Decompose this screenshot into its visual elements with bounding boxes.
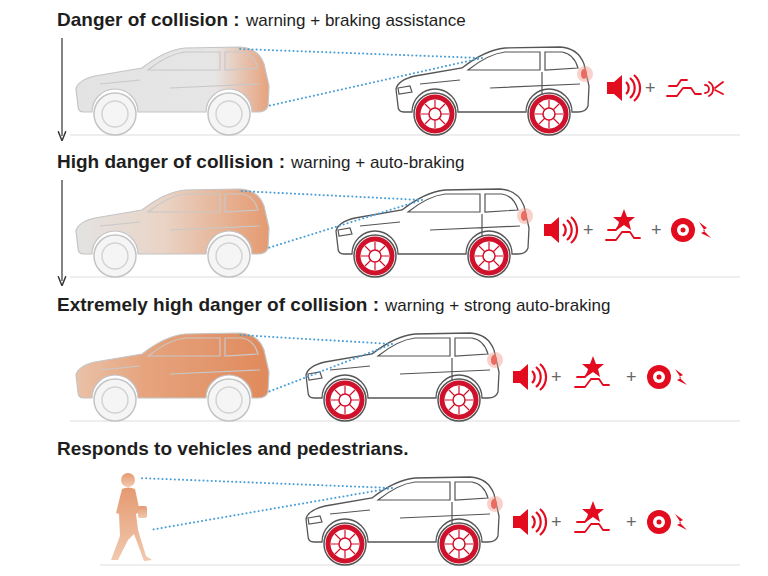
pedestrian (111, 473, 152, 561)
heading-detail: warning + strong auto-braking (385, 296, 610, 316)
heading-detail: warning + braking assistance (246, 11, 466, 31)
plus-sign: + (583, 220, 594, 241)
plus-sign: + (626, 367, 637, 388)
heading-text: High danger of collision : (57, 151, 285, 173)
plus-sign: + (626, 512, 637, 533)
progress-arrow (61, 38, 62, 136)
progress-arrow (61, 180, 62, 281)
ground-line (70, 135, 740, 565)
plus-sign: + (645, 78, 656, 99)
heading-text: Extremely high danger of collision : (57, 294, 379, 316)
lead-car (76, 333, 269, 421)
radar-beam (240, 335, 392, 392)
ego-car (336, 189, 533, 277)
ego-car (306, 333, 503, 421)
heading-text: Danger of collision : (57, 9, 240, 31)
ego-car (306, 477, 503, 565)
icons (544, 209, 711, 243)
icons (513, 501, 687, 535)
plus-sign: + (551, 512, 562, 533)
lead-car (76, 189, 269, 277)
radar-beam (138, 478, 392, 530)
heading-detail: warning + auto-braking (291, 153, 464, 173)
radar-beam (240, 49, 482, 106)
lead-car (76, 47, 269, 135)
icons (607, 75, 723, 101)
plus-sign: + (651, 220, 662, 241)
ego-car (396, 47, 593, 135)
icons (513, 356, 687, 390)
radar-beam (240, 191, 422, 248)
plus-sign: + (551, 367, 562, 388)
heading-text: Responds to vehicles and pedestrians. (57, 438, 409, 460)
